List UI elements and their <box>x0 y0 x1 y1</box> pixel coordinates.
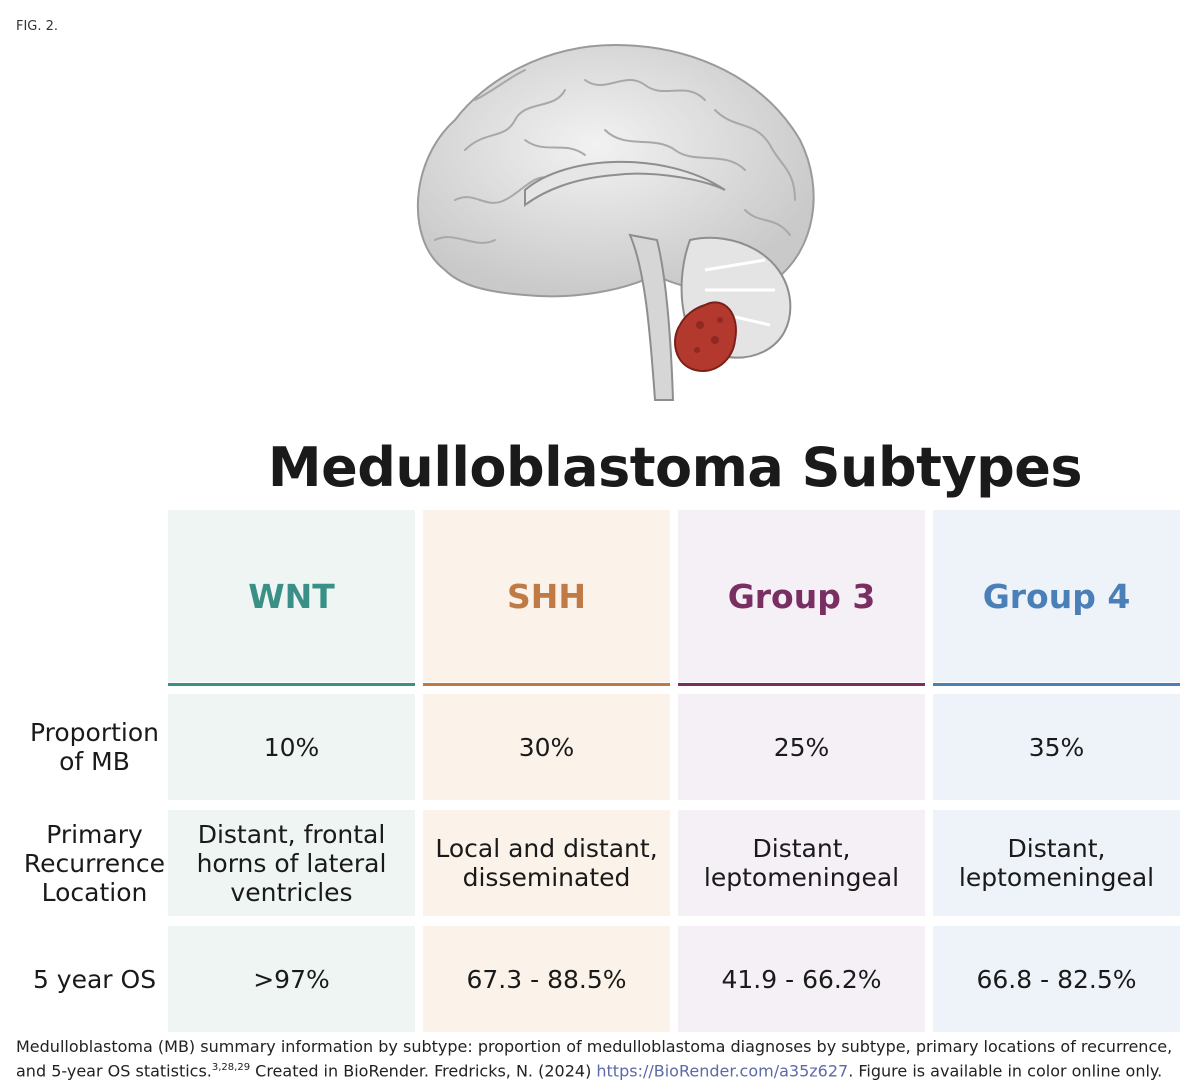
row-label-recurrence: Primary Recurrence Location <box>23 819 166 907</box>
cell-survival-wnt: >97% <box>168 926 415 1032</box>
col-header-label: WNT <box>248 576 335 616</box>
col-header-group4: Group 4 <box>933 510 1180 686</box>
col-header-label: Group 4 <box>982 576 1131 616</box>
cell-survival-shh: 67.3 - 88.5% <box>423 926 670 1032</box>
caption-text: Medulloblastoma (MB) summary information… <box>16 1037 1173 1081</box>
col-header-label: Group 3 <box>727 576 876 616</box>
cell-survival-group3: 41.9 - 66.2% <box>678 926 925 1032</box>
cell-recurrence-shh: Local and distant, disseminated <box>423 810 670 916</box>
cell-proportion-shh: 30% <box>423 694 670 800</box>
cell-recurrence-group4: Distant, leptomeningeal <box>933 810 1180 916</box>
cell-proportion-group3: 25% <box>678 694 925 800</box>
biorender-link[interactable]: https://BioRender.com/a35z627 <box>596 1061 849 1081</box>
col-header-group3: Group 3 <box>678 510 925 686</box>
cell-survival-group4: 66.8 - 82.5% <box>933 926 1180 1032</box>
figure-label: FIG. 2. <box>16 19 59 34</box>
brain-illustration <box>416 43 815 401</box>
cell-recurrence-wnt: Distant, frontal horns of lateral ventri… <box>168 810 415 916</box>
caption-references: 3,28,29 <box>211 1062 251 1073</box>
row-label-proportion: Proportion of MB <box>30 718 159 776</box>
figure-caption: Medulloblastoma (MB) summary information… <box>16 1036 1186 1081</box>
diagram-title: Medulloblastoma Subtypes <box>267 436 1083 499</box>
caption-credit: Created in BioRender. Fredricks, N. (202… <box>250 1061 597 1081</box>
caption-note: . Figure is available in color online on… <box>848 1061 1163 1081</box>
row-label-survival: 5 year OS <box>32 964 157 994</box>
col-header-shh: SHH <box>423 510 670 686</box>
col-header-label: SHH <box>506 576 586 616</box>
cell-proportion-group4: 35% <box>933 694 1180 800</box>
col-header-wnt: WNT <box>168 510 415 686</box>
cell-proportion-wnt: 10% <box>168 694 415 800</box>
cell-recurrence-group3: Distant, leptomeningeal <box>678 810 925 916</box>
